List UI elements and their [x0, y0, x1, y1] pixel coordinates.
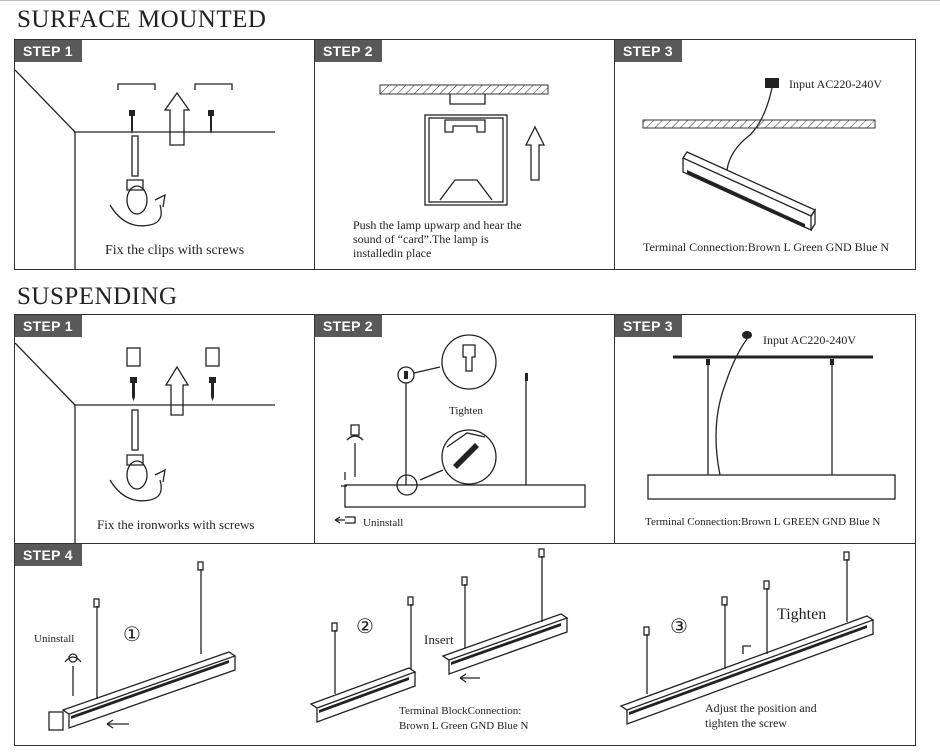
section-title-suspending: SUSPENDING [17, 283, 178, 310]
tighten-label: Tighten [449, 405, 483, 417]
suspend-step3-panel: STEP 3 Input AC220-240V Terminal Connect… [614, 314, 916, 544]
surface-step1-panel: STEP 1 Fix the clips with screws [14, 39, 315, 270]
terminal-connection-caption: Terminal Connection:Brown L Green GND Bl… [643, 240, 889, 254]
surface-step3-panel: STEP 3 Input AC220-240V Terminal Connect… [614, 39, 916, 270]
terminal-connection-caption: Terminal Connection:Brown L GREEN GND Bl… [645, 516, 881, 528]
caption-line-1: Push the lamp upwarp and hear the [353, 218, 522, 232]
step-number-2: ② [356, 616, 374, 638]
terminal-block-line-1: Terminal BlockConnection: [399, 705, 522, 717]
step-number-3: ③ [670, 616, 688, 638]
step-number-1: ① [123, 624, 141, 646]
suspend-step1-panel: STEP 1 Fix the ironworks with screws [14, 314, 315, 544]
surface-lamp-illustration [642, 78, 876, 232]
step-tag: STEP 1 [15, 315, 82, 337]
step-tag: STEP 2 [315, 315, 382, 337]
surface-step2-panel: STEP 2 Push the lamp upwarp and hear the… [314, 39, 615, 270]
uninstall-label: Uninstall [34, 633, 75, 645]
suspend-tighten-illustration [334, 334, 586, 524]
input-voltage-label: Input AC220-240V [763, 333, 856, 347]
step-tag: STEP 2 [315, 40, 382, 62]
tighten-label: Tighten [777, 606, 827, 623]
terminal-block-line-2: Brown L Green GND Blue N [399, 720, 529, 732]
lamp-push-illustration [379, 84, 549, 206]
clip-screw-illustration [15, 69, 275, 269]
adjust-line-2: tighten the screw [705, 716, 787, 730]
suspend-step4-panel: STEP 4 [14, 543, 916, 746]
step-tag: STEP 1 [15, 40, 82, 62]
suspended-lamp-illustration [647, 331, 896, 500]
adjust-line-1: Adjust the position and [705, 701, 817, 715]
uninstall-label: Uninstall [363, 517, 404, 529]
step4-connection-illustration [48, 548, 875, 731]
step-tag: STEP 3 [615, 40, 682, 62]
caption: Fix the ironworks with screws [97, 517, 255, 532]
caption: Fix the clips with screws [105, 243, 245, 258]
step-tag: STEP 4 [15, 544, 82, 566]
suspend-step2-panel: STEP 2 Tighten Uninstall [314, 314, 615, 544]
section-title-surface-mounted: SURFACE MOUNTED [17, 6, 267, 33]
insert-label: Insert [424, 632, 454, 647]
caption-line-3: installedin place [353, 246, 432, 260]
caption-line-2: sound of “card”.The lamp is [353, 232, 489, 246]
step-tag: STEP 3 [615, 315, 682, 337]
input-voltage-label: Input AC220-240V [789, 77, 882, 91]
top-rule [0, 0, 940, 1]
ironwork-screw-illustration [15, 342, 275, 543]
